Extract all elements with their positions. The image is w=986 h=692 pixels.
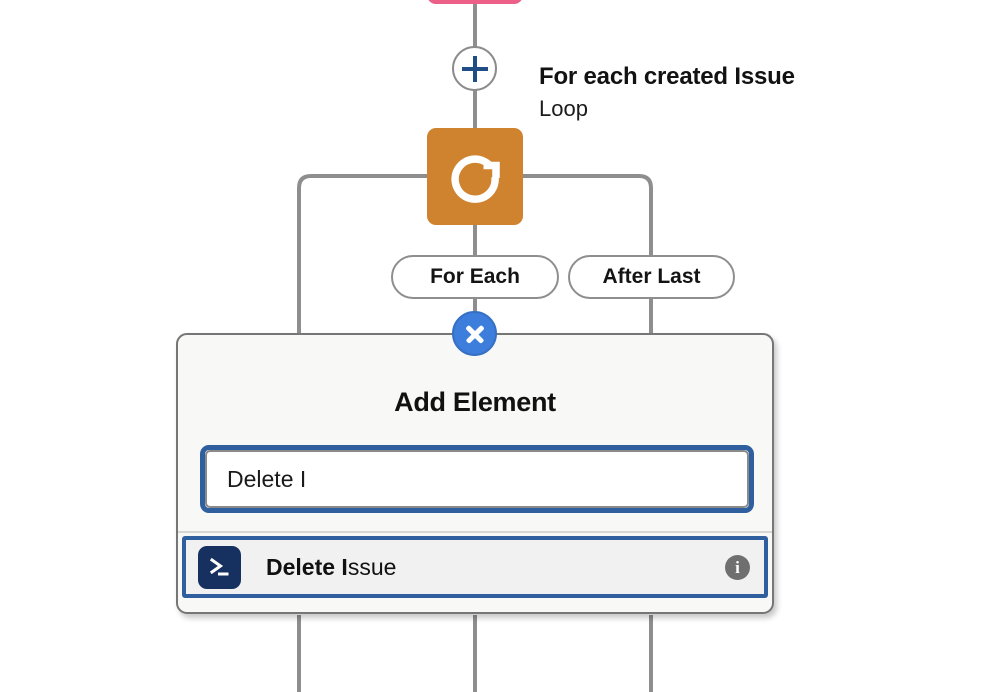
search-result-rest: ssue [347, 553, 397, 580]
results-divider [178, 531, 772, 533]
loop-node-title: For each created Issue [539, 63, 795, 90]
info-icon[interactable]: i [725, 554, 750, 580]
search-field-wrapper [200, 445, 754, 513]
search-result-match: Delete I [266, 553, 348, 580]
close-dialog-button[interactable] [452, 311, 497, 356]
loop-node[interactable] [427, 128, 523, 225]
terminal-icon [198, 545, 241, 589]
add-step-button[interactable] [452, 46, 497, 91]
dialog-title: Add Element [394, 387, 556, 417]
branch-pill-after-last[interactable]: After Last [568, 255, 735, 299]
branch-pill-label: For Each [430, 265, 520, 288]
search-field-inner [205, 450, 749, 508]
search-result-item-delete-issue[interactable]: Delete Issue i [182, 536, 768, 598]
plus-icon [461, 55, 488, 82]
search-result-label: Delete Issue [266, 554, 396, 581]
loop-node-subtitle: Loop [539, 95, 588, 121]
element-search-input[interactable] [207, 452, 747, 506]
previous-step-node[interactable] [427, 0, 523, 4]
branch-pill-label: After Last [602, 265, 701, 288]
close-icon [464, 323, 486, 345]
loop-node-caption: For each created Issue Loop [539, 62, 795, 123]
add-element-dialog: Add Element Delete Issue i [176, 333, 774, 614]
loop-refresh-icon [451, 154, 500, 203]
branch-pill-for-each[interactable]: For Each [391, 255, 559, 299]
